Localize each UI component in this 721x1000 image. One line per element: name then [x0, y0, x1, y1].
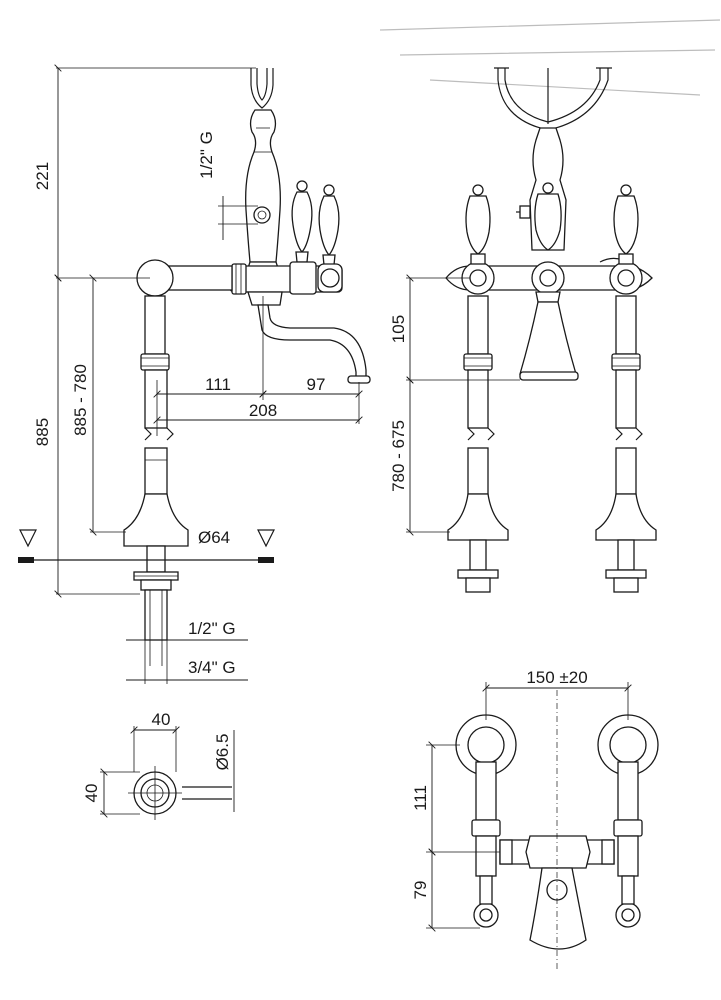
- side-riser: [123, 295, 189, 641]
- dim-bottom-threads: 1/2" G 3/4" G: [126, 619, 248, 684]
- dim-hole-diameter: Ø6.5: [213, 734, 232, 771]
- dim-97-label: 97: [307, 375, 326, 394]
- dim-885: 885: [33, 278, 140, 594]
- dim-221-label: 221: [33, 162, 52, 190]
- front-right-column: [595, 184, 657, 593]
- dim-half-inch-g-top-label: 1/2" G: [197, 131, 216, 179]
- dim-half-inch-g-bottom-label: 1/2" G: [188, 619, 236, 638]
- dim-flange-40-height: 40: [82, 784, 101, 803]
- front-view: 105 780 - 675: [389, 67, 657, 593]
- dim-111-label: 111: [205, 375, 231, 394]
- front-handle-yoke: [494, 67, 612, 131]
- side-lever-right: [318, 184, 340, 266]
- background-ghost-lines: [379, 19, 721, 96]
- dim-plan-79-label: 79: [411, 881, 430, 900]
- side-handle-loop: [250, 68, 274, 109]
- dim-64-label: Ø64: [198, 528, 230, 547]
- dim-plan-111-label: 111: [411, 785, 430, 811]
- dim-150-label: 150 ±20: [526, 668, 587, 687]
- flange-detail: 40 40 Ø6.5: [82, 710, 235, 820]
- dim-flange-40-width: 40: [152, 710, 171, 729]
- dim-front-780-675: 780 - 675: [389, 380, 450, 532]
- side-body: [245, 109, 281, 269]
- dim-three-quarter-g-label: 3/4" G: [188, 658, 236, 677]
- dim-105-label: 105: [389, 315, 408, 343]
- dim-885-label: 885: [33, 418, 52, 446]
- front-spout: [519, 291, 579, 381]
- side-inlet-fitting: [253, 206, 271, 224]
- dim-885-780: 885 - 780: [71, 278, 126, 532]
- dim-base-diameter: Ø64: [124, 528, 230, 547]
- side-valve-body: [229, 261, 343, 306]
- dim-208-label: 208: [249, 401, 277, 420]
- front-left-column: [447, 184, 509, 593]
- side-arm: [136, 259, 233, 297]
- front-body: [516, 127, 567, 251]
- dim-front-105: 105: [389, 278, 520, 380]
- dim-half-inch-g-top: 1/2" G: [197, 131, 258, 240]
- side-view: 221 885 885 - 780 1/2" G 111 97 20: [18, 68, 371, 684]
- front-cross-bar: [445, 257, 653, 295]
- dim-spout-reach: 111 97 208: [157, 296, 359, 436]
- dim-221: 221: [33, 68, 256, 278]
- side-spout: [257, 304, 371, 384]
- plan-view: 150 ±20 111 79: [411, 668, 659, 970]
- dim-885-780-label: 885 - 780: [71, 364, 90, 436]
- side-lever-left: [291, 180, 313, 263]
- dim-780-675-label: 780 - 675: [389, 420, 408, 492]
